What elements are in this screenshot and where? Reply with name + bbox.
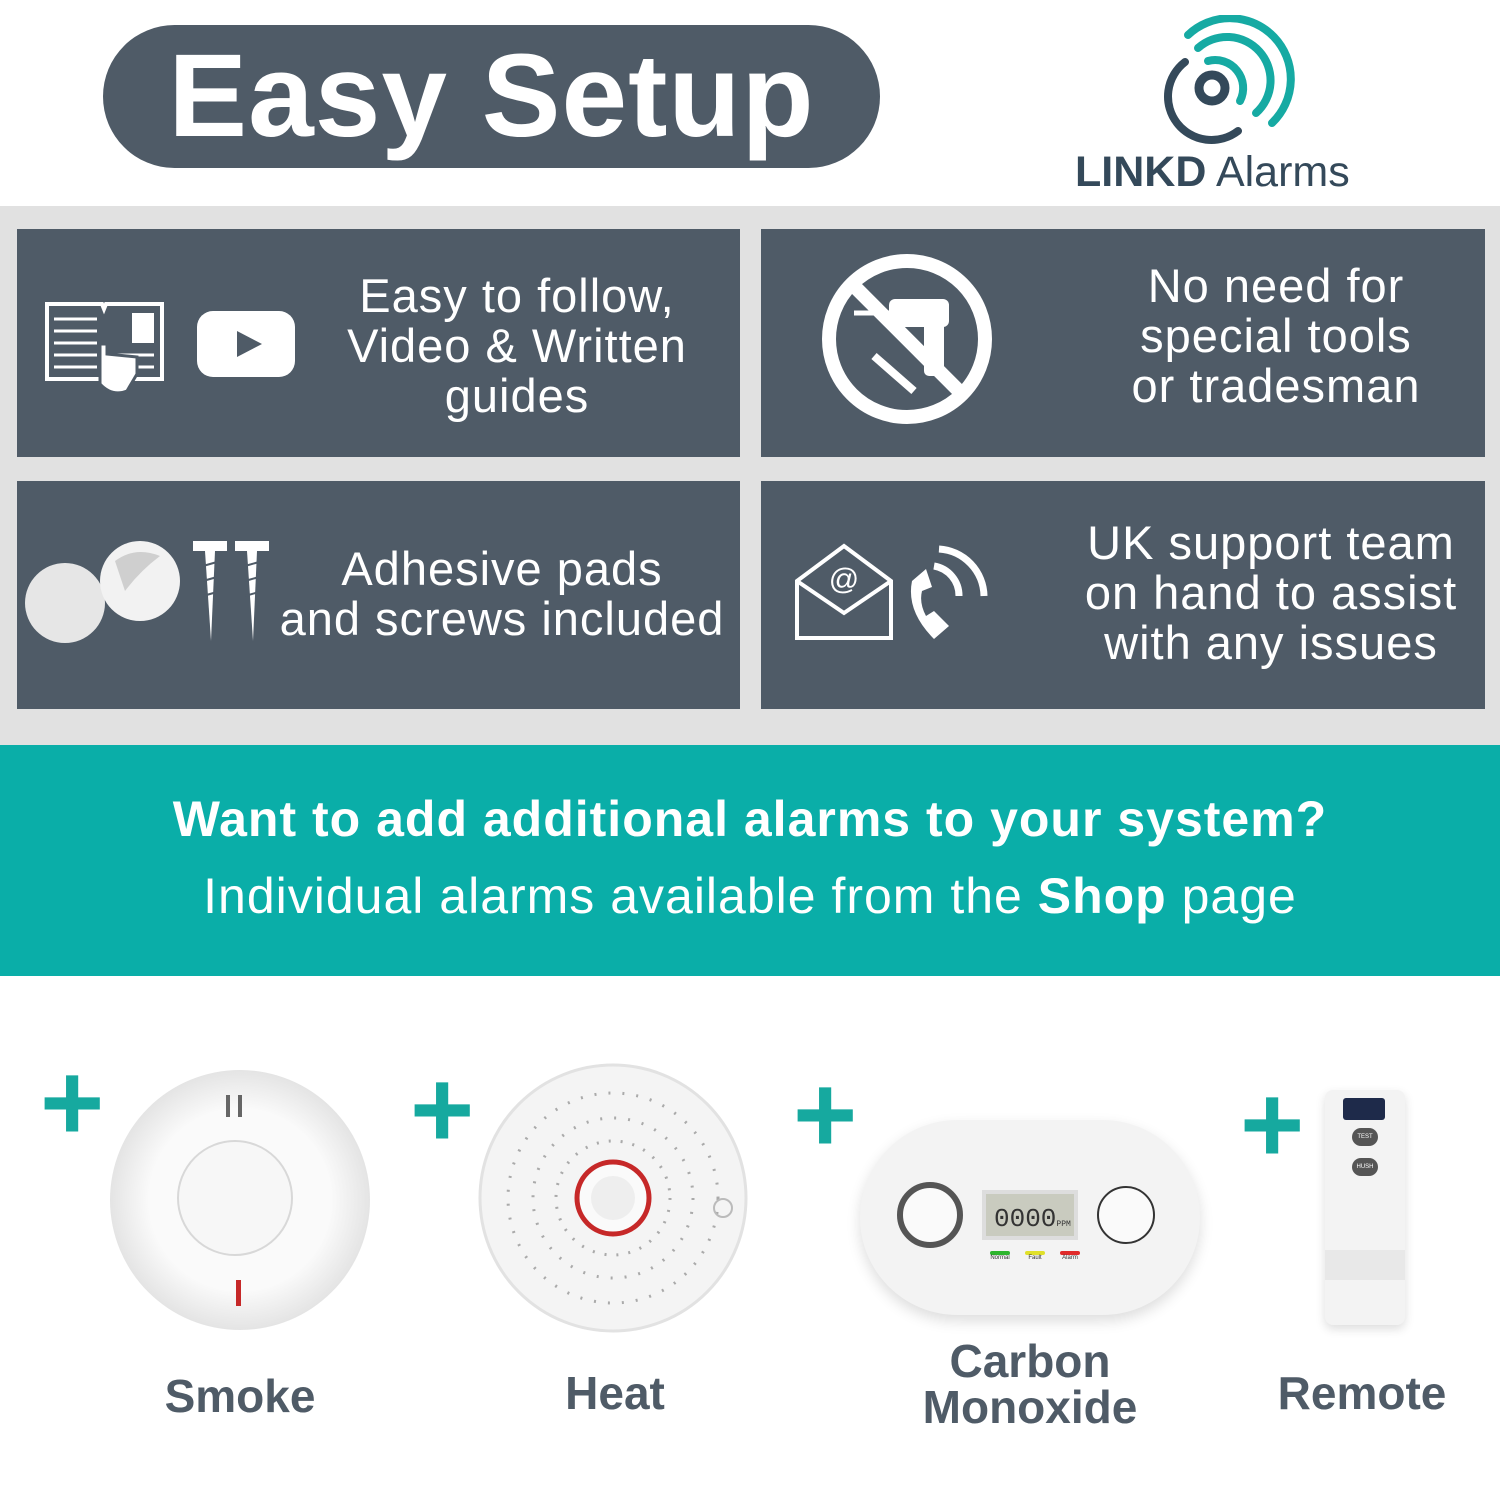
remote-test-button: TEST — [1352, 1128, 1378, 1146]
email-phone-icon: @ — [795, 543, 988, 640]
feature-text-line: No need for — [1147, 259, 1405, 312]
remote-hush-button: HUSH — [1352, 1158, 1378, 1176]
led-fault: Fault — [1025, 1251, 1045, 1261]
plus-icon: + — [1240, 1063, 1305, 1186]
feature-text-line: with any issues — [1104, 616, 1438, 669]
feature-text-line: Adhesive pads — [341, 542, 663, 595]
banner-subline: Individual alarms available from the Sho… — [0, 867, 1500, 925]
led-label: Fault — [1028, 1255, 1042, 1261]
label-line: Monoxide — [922, 1381, 1138, 1433]
banner-sub-text: page — [1166, 868, 1297, 924]
feature-text-line: and screws included — [279, 592, 725, 645]
co-display: 0000PPM — [982, 1190, 1078, 1240]
plus-icon: + — [40, 1041, 105, 1164]
feature-text-line: Video & Written — [347, 319, 687, 372]
shop-banner: Want to add additional alarms to your sy… — [0, 745, 1500, 976]
feature-text-line: special tools — [1140, 309, 1412, 362]
smoke-alarm-image — [110, 1070, 370, 1330]
co-unit: PPM — [1056, 1220, 1071, 1229]
co-reading: 0000 — [994, 1204, 1057, 1234]
plus-icon: + — [410, 1048, 475, 1171]
led-label: Normal — [990, 1255, 1010, 1261]
feature-text-line: guides — [444, 369, 590, 422]
feature-adhesive: Adhesive pads and screws included — [17, 481, 740, 709]
co-test-button — [897, 1182, 963, 1248]
feature-text-line: Easy to follow, — [359, 269, 675, 322]
led-normal: Normal — [990, 1251, 1010, 1261]
co-alarm-image: 0000PPM Normal Fault Alarm — [860, 1120, 1200, 1315]
product-label-remote: Remote — [1277, 1367, 1447, 1419]
product-label-heat: Heat — [565, 1367, 665, 1419]
guide-video-icon — [45, 302, 295, 395]
no-tools-icon — [822, 254, 992, 424]
remote-clip — [1325, 1250, 1405, 1280]
feature-text-line: UK support team — [1087, 516, 1455, 569]
banner-headline: Want to add additional alarms to your sy… — [172, 791, 1328, 847]
led-alarm: Alarm — [1060, 1251, 1080, 1261]
led-label: Alarm — [1062, 1255, 1078, 1261]
page-title: Easy Setup — [103, 25, 880, 168]
linkd-logo-icon — [1164, 15, 1295, 144]
banner-sub-text: Individual alarms available from the — [203, 868, 1038, 924]
logo-bold: LINKD — [1075, 148, 1207, 196]
feature-support: @ UK support team on hand to assist with… — [761, 481, 1485, 709]
feature-guides: Easy to follow, Video & Written guides — [17, 229, 740, 457]
co-hush-button — [1097, 1186, 1155, 1244]
feature-text-line: on hand to assist — [1084, 566, 1458, 619]
product-label-smoke: Smoke — [164, 1370, 316, 1422]
shop-link[interactable]: Shop — [1037, 868, 1167, 924]
adhesive-screws-icon — [25, 541, 269, 643]
logo-text: LINKD Alarms — [1075, 148, 1350, 197]
svg-text:@: @ — [829, 563, 859, 596]
feature-text-line: or tradesman — [1131, 359, 1421, 412]
remote-image: TEST HUSH — [1325, 1090, 1405, 1325]
label-line: Carbon — [949, 1335, 1111, 1387]
logo-light: Alarms — [1215, 148, 1350, 196]
feature-no-tools: No need for special tools or tradesman — [761, 229, 1485, 457]
remote-light — [1343, 1098, 1385, 1120]
plus-icon: + — [793, 1053, 858, 1176]
heat-alarm-image — [478, 1063, 748, 1333]
